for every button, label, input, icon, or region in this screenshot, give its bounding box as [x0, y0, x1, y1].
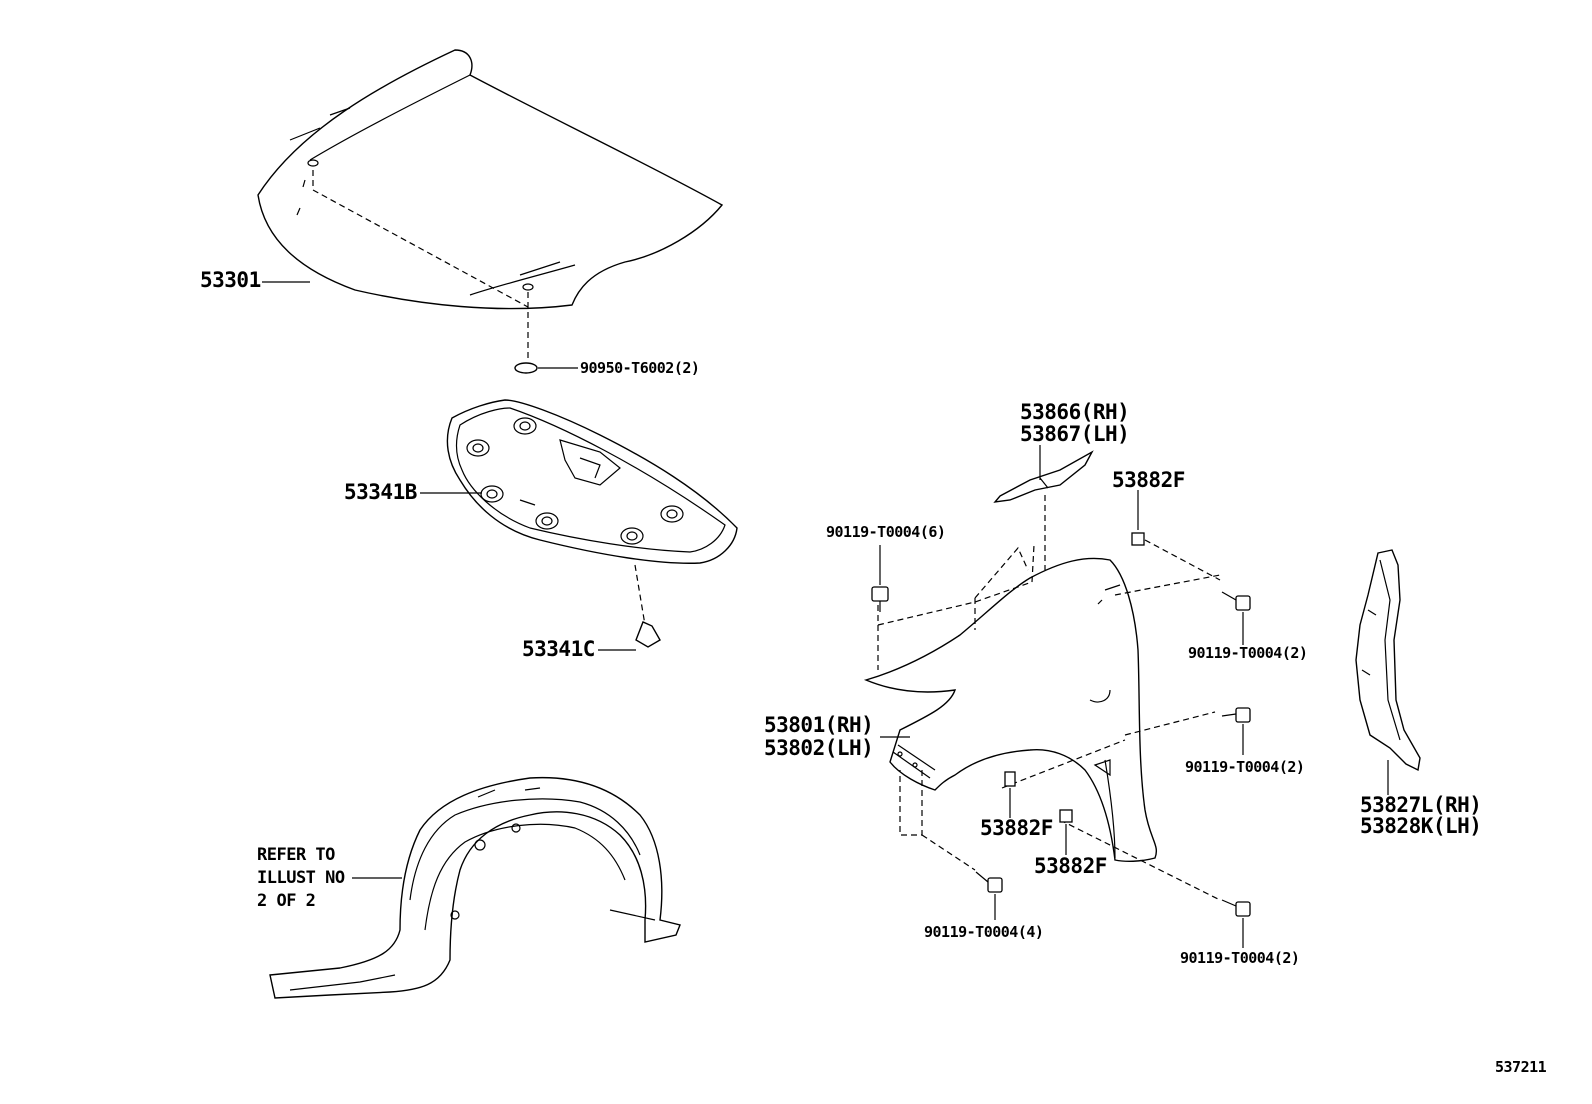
label-refer-line3: 2 OF 2: [257, 891, 316, 911]
label-bolt-lower: 90119-T0004(2): [1180, 949, 1300, 967]
label-bolt-4: 90119-T0004(4): [924, 923, 1044, 941]
bolt-icon-lower: [1221, 899, 1251, 917]
label-nut-lower: 53882F: [1034, 854, 1107, 878]
label-fender-seal-lh: 53867(LH): [1020, 422, 1130, 446]
hood-insulator: [446, 399, 738, 564]
wheel-liner: [269, 776, 681, 999]
label-protector-rh: 53827L(RH): [1360, 793, 1482, 817]
label-refer-line2: ILLUST NO: [257, 868, 345, 888]
bolt-icon-upper: [1221, 591, 1251, 611]
label-fender-seal-rh: 53866(RH): [1020, 400, 1130, 424]
label-nut-middle: 53882F: [980, 816, 1053, 840]
bolt-icon-4: [975, 871, 1003, 893]
label-protector-lh: 53828K(LH): [1360, 814, 1482, 838]
bolt-icon-middle: [1221, 707, 1251, 723]
diagram-id: 537211: [1495, 1058, 1547, 1076]
bolt-icon-6: [871, 586, 889, 612]
label-nut-top: 53882F: [1112, 468, 1185, 492]
label-bolt-upper: 90119-T0004(2): [1188, 644, 1308, 662]
label-bolt-middle: 90119-T0004(2): [1185, 758, 1305, 776]
insulator-clip: [635, 621, 661, 648]
label-bolt-6: 90119-T0004(6): [826, 523, 946, 541]
label-hood-clip: 90950-T6002(2): [580, 359, 700, 377]
label-fender-lh: 53802(LH): [764, 736, 874, 760]
fender-seal: [993, 450, 1094, 503]
hood-clip: [514, 362, 538, 374]
nut-icon-top: [1131, 532, 1145, 546]
label-hood: 53301: [200, 268, 261, 292]
label-insulator-clip: 53341C: [522, 637, 595, 661]
label-refer-line1: REFER TO: [257, 845, 335, 865]
fender-protector: [1355, 549, 1421, 772]
nut-icon-middle: [1004, 771, 1016, 787]
label-fender-rh: 53801(RH): [764, 713, 874, 737]
label-insulator: 53341B: [344, 480, 417, 504]
hood-panel: [257, 49, 724, 310]
nut-icon-lower: [1059, 809, 1073, 823]
